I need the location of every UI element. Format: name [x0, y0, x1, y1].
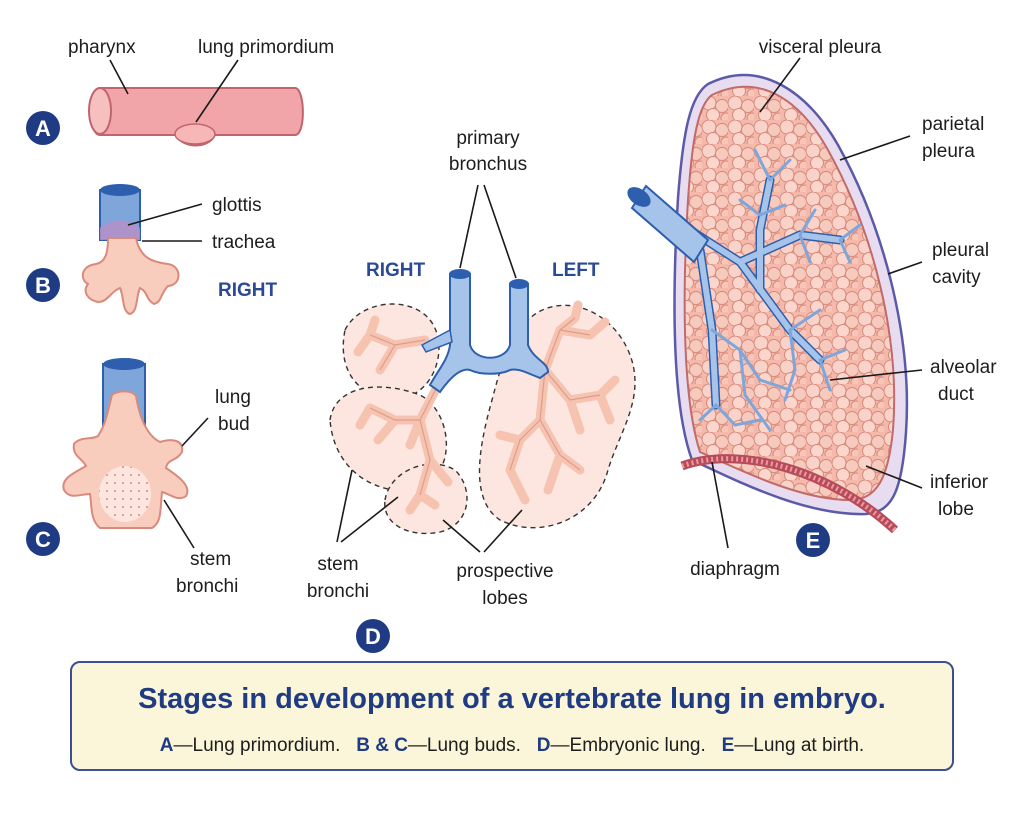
right-lobe-outline-lower [329, 386, 447, 492]
legend-text-a: —Lung primordium. [173, 735, 341, 756]
stem-bronchi-leader-d1 [336, 469, 353, 543]
primary-bronchus-leader-left [483, 184, 517, 279]
left-bronchial-buds-outline [509, 317, 601, 471]
badge-c: C [26, 522, 60, 556]
panel-c: lung bud stem bronchi C [26, 358, 251, 597]
glottis-region [100, 220, 140, 240]
panel-d: primary bronchus RIGHT LEFT stem bronchi… [307, 128, 636, 653]
panel-e: visceral pleura parietal pleura pleural … [627, 37, 997, 580]
label-bronchi-d: bronchi [307, 581, 369, 602]
right-bronchus-branch [420, 328, 453, 353]
trachea-opening [100, 184, 140, 196]
label-right-b: RIGHT [218, 280, 278, 301]
lung-primordium-leader [195, 59, 239, 123]
pleural-cavity-leader [887, 261, 923, 275]
legend-text-d: —Embryonic lung. [550, 735, 706, 756]
lung-tissue [683, 85, 896, 502]
label-lobe: lobe [938, 499, 974, 520]
left-bronchus-opening [509, 279, 529, 289]
legend-key-bc: B & C [356, 735, 408, 756]
caption-title: Stages in development of a vertebrate lu… [138, 683, 886, 715]
label-prospective: prospective [456, 561, 553, 582]
label-primary: primary [456, 128, 520, 149]
primary-bronchus-leader-right [459, 184, 479, 269]
label-parietal: parietal [922, 114, 984, 135]
lung-bud-leader [181, 417, 209, 447]
badge-a: A [26, 111, 60, 145]
svg-text:D: D [365, 624, 381, 649]
badge-e: E [796, 523, 830, 557]
prospective-lobes-leader-2 [483, 509, 523, 553]
stem-bronchi-leader-d2 [340, 496, 399, 543]
right-bronchus-opening [449, 269, 471, 279]
glottis-leader [127, 203, 203, 226]
badge-d: D [356, 619, 390, 653]
label-alveolar: alveolar [930, 357, 997, 378]
lung-primordium-swelling [174, 123, 216, 145]
visceral-pleura-leader [759, 57, 801, 113]
legend-text-bc: —Lung buds. [407, 735, 521, 756]
label-glottis: glottis [212, 195, 262, 216]
label-pleura: pleura [922, 141, 975, 162]
label-bronchi-c: bronchi [176, 576, 238, 597]
svg-text:C: C [35, 527, 51, 552]
lung-buds-b [81, 237, 180, 316]
lung-bud-dotted-core [99, 466, 151, 522]
diaphragm-leader [711, 461, 729, 549]
right-bronchial-buds-outline [369, 334, 439, 496]
prospective-lobes-leader-1 [442, 519, 481, 553]
legend-key-e: E [721, 735, 735, 756]
legend-key-d: D [536, 735, 551, 756]
label-stem-d: stem [317, 554, 358, 575]
label-right-d: RIGHT [366, 260, 426, 281]
lung-bud-tissue [62, 390, 189, 529]
caption-legend: A—Lung primordium. B & C—Lung buds. D—Em… [72, 735, 952, 757]
pharynx-lumen [88, 87, 112, 135]
parietal-pleura-leader [839, 135, 911, 161]
label-visceral-pleura: visceral pleura [759, 37, 882, 58]
label-lung-primordium: lung primordium [198, 37, 334, 58]
caption-box: Stages in development of a vertebrate lu… [70, 661, 954, 771]
diaphragm-highlight [681, 456, 897, 532]
svg-text:E: E [806, 528, 821, 553]
trachea-opening-c [103, 358, 145, 370]
label-diaphragm: diaphragm [690, 559, 780, 580]
trachea-opening-e [627, 187, 651, 207]
svg-text:A: A [35, 116, 51, 141]
svg-text:B: B [35, 273, 51, 298]
label-pharynx: pharynx [68, 37, 136, 58]
label-inferior: inferior [930, 472, 989, 493]
label-pleural: pleural [932, 240, 989, 261]
label-left-d: LEFT [552, 260, 600, 281]
badge-b: B [26, 268, 60, 302]
label-duct: duct [938, 384, 975, 405]
label-cavity: cavity [932, 267, 981, 288]
legend-text-e: —Lung at birth. [734, 735, 865, 756]
label-trachea: trachea [212, 232, 276, 253]
label-lobes: lobes [482, 588, 527, 609]
label-bronchus: bronchus [449, 154, 527, 175]
label-bud: bud [218, 414, 250, 435]
bronchial-tree [685, 148, 862, 432]
stem-bronchi-leader-c [163, 499, 195, 549]
primary-bronchi-airway [428, 273, 550, 394]
panel-a: pharynx lung primordium A [26, 37, 334, 147]
label-stem-c: stem [190, 549, 231, 570]
label-lung: lung [215, 387, 251, 408]
panel-b: glottis trachea RIGHT B [26, 184, 278, 316]
alveolar-duct-leader [829, 369, 923, 381]
inferior-lobe-leader [865, 465, 923, 489]
legend-key-a: A [159, 735, 174, 756]
pharynx-leader [109, 59, 129, 95]
